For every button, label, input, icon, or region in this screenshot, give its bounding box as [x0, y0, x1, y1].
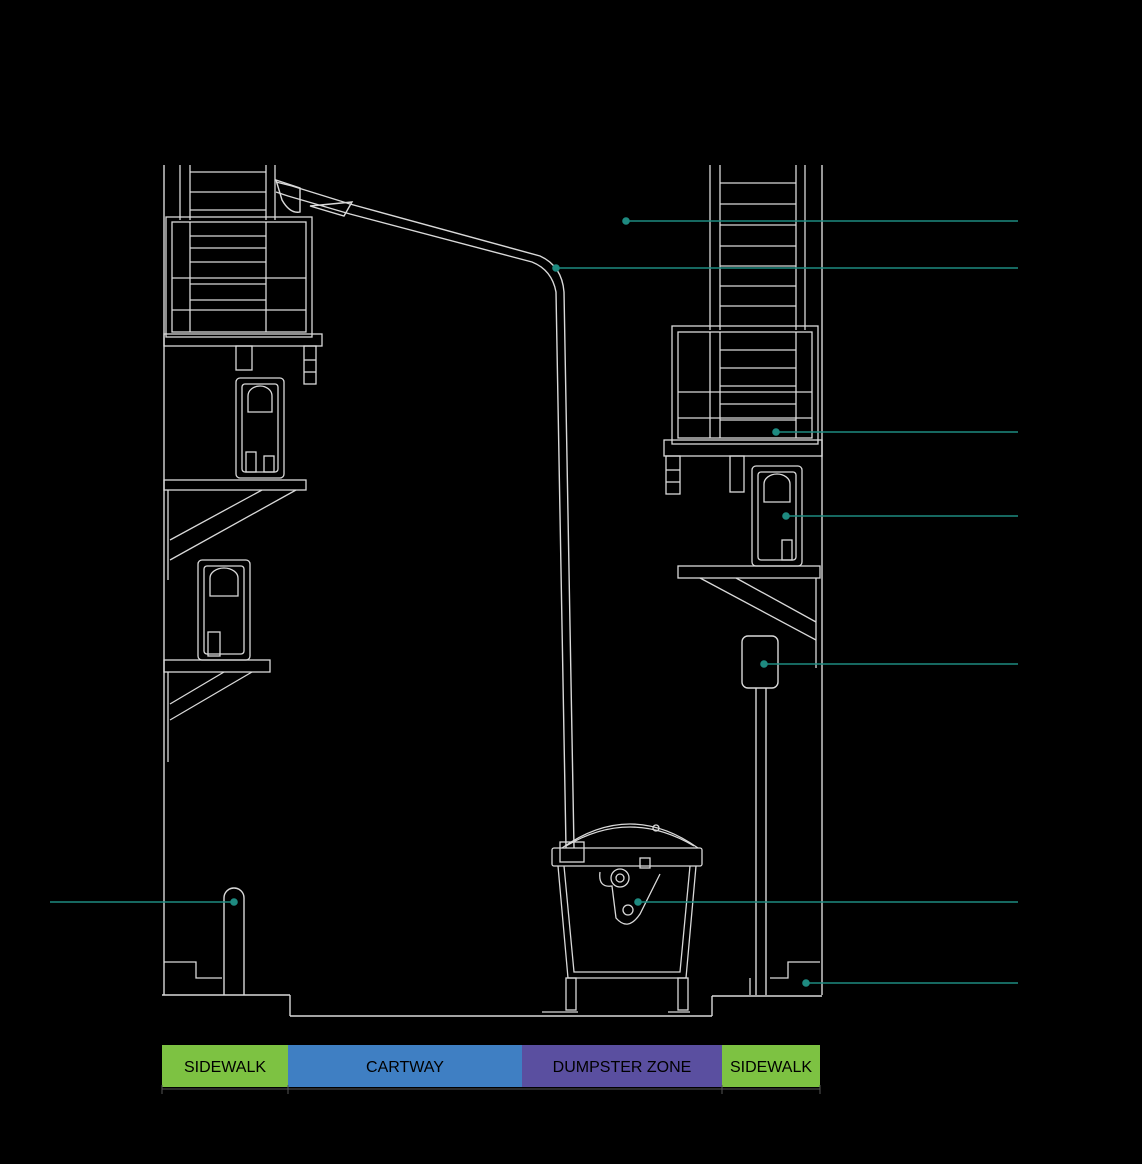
bollard	[223, 887, 245, 995]
left-steps	[164, 961, 222, 979]
zone-label: SIDEWALK	[730, 1059, 812, 1076]
ground-line	[162, 994, 822, 1017]
left-ac-unit-upper	[163, 377, 307, 580]
zone-label: CARTWAY	[366, 1059, 444, 1076]
sign-post	[741, 635, 779, 995]
zone-sidewalk-left: SIDEWALK	[162, 1045, 288, 1087]
zone-sidewalk-right: SIDEWALK	[722, 1045, 820, 1087]
right-fire-escape	[663, 165, 823, 495]
zone-cartway: CARTWAY	[288, 1045, 522, 1087]
zone-label: SIDEWALK	[184, 1059, 266, 1076]
zone-bar: SIDEWALK CARTWAY DUMPSTER ZONE SIDEWALK	[161, 1045, 821, 1094]
zone-label: DUMPSTER ZONE	[553, 1059, 692, 1076]
left-ac-unit-lower	[163, 559, 271, 762]
dumpster	[542, 823, 703, 1013]
zone-dumpster: DUMPSTER ZONE	[522, 1045, 722, 1087]
right-steps	[749, 961, 820, 995]
callout-leaders	[50, 217, 1018, 987]
left-fire-escape	[163, 165, 323, 385]
